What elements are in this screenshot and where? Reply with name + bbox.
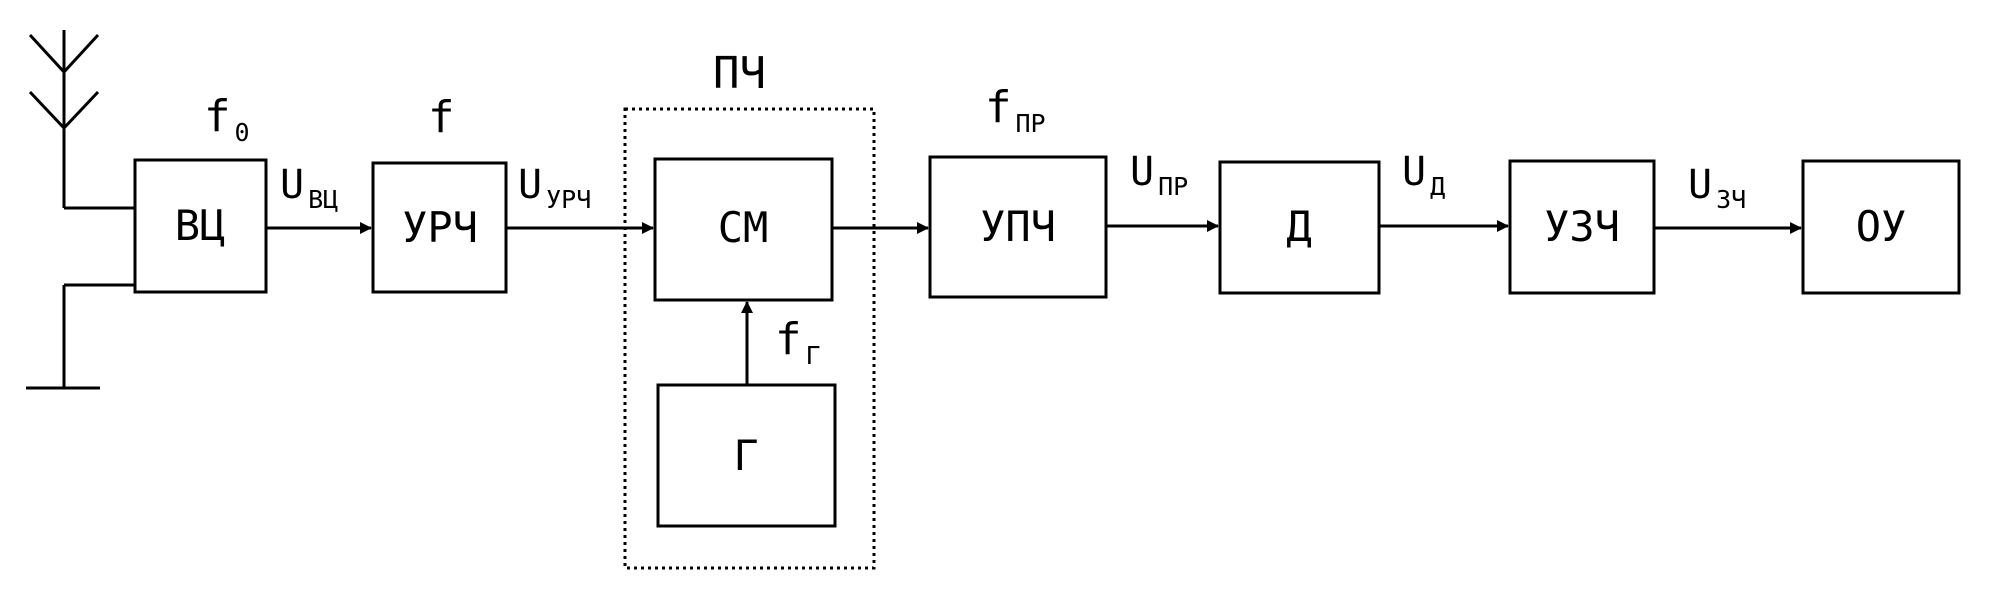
block-g-label: Г [733, 431, 759, 480]
block-vc-label: ВЦ [174, 201, 226, 250]
block-vc [133, 158, 268, 294]
block-sm-label: СМ [717, 203, 769, 252]
antenna-icon [28, 30, 135, 210]
group-pch-frame [623, 107, 876, 570]
block-ou [1801, 159, 1961, 295]
block-upch-label: УПЧ [980, 202, 1056, 251]
block-d-label: Д [1286, 202, 1312, 251]
block-uzch-label: УЗЧ [1544, 202, 1620, 251]
block-urch-label: УРЧ [402, 203, 478, 252]
block-ou-label: ОУ [1855, 202, 1907, 251]
group-pch-label: ПЧ [713, 48, 766, 99]
freq-f-label: f [428, 92, 455, 143]
ground-icon [26, 283, 135, 390]
